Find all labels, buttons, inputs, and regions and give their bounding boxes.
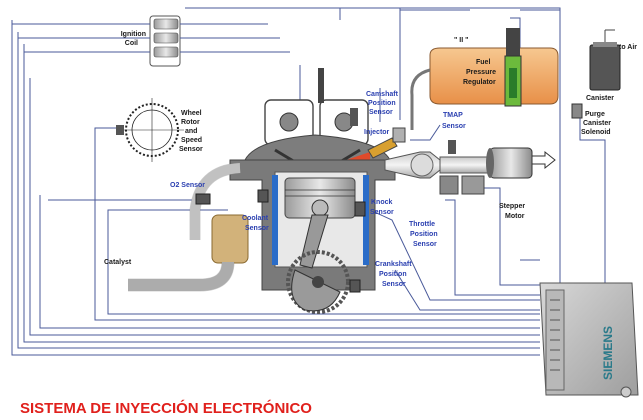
catalyst-label: Catalyst	[104, 259, 132, 266]
coolant-sensor	[257, 189, 269, 203]
crank-label-1: Crankshaft	[375, 261, 412, 268]
wheel-rotor	[116, 98, 184, 162]
stepper-label-2: Motor	[505, 213, 525, 220]
coolant-label-1: Coolant	[242, 215, 269, 222]
cylinder-head	[244, 68, 391, 173]
wheel-label-3: and	[185, 128, 197, 135]
injector-label: Injector	[364, 129, 390, 136]
stepper-label-1: Stepper	[499, 203, 525, 210]
wiring-harness	[11, 7, 606, 356]
knock-label-2: Sensor	[370, 209, 394, 216]
fuel-label-3: Regulator	[463, 79, 496, 86]
fuel-label-2: Pressure	[466, 69, 496, 76]
canister	[589, 29, 621, 91]
crank-label-2: Position	[379, 271, 407, 278]
wheel-label-2: Rotor	[181, 119, 200, 126]
purge-label-3: Solenoid	[581, 129, 611, 136]
tmap-label-1: TMAP	[443, 112, 463, 119]
wheel-label-1: Wheel	[181, 110, 202, 117]
o2-label: O2 Sensor	[170, 182, 205, 189]
purge-solenoid	[571, 103, 583, 119]
wheel-label-5: Sensor	[179, 146, 203, 153]
coil-label: Coil	[125, 40, 138, 47]
ecu-brand: SIEMENS	[601, 326, 615, 380]
throttle-label-2: Position	[410, 231, 438, 238]
exhaust-pipe	[128, 162, 249, 292]
camshaft-label-2: Position	[368, 100, 396, 107]
crank-label-3: Sensor	[382, 281, 406, 288]
fuel-tank	[410, 28, 559, 130]
ignition-coil	[12, 15, 290, 67]
crankshaft-sensor	[349, 279, 361, 293]
tmap-label-2: Sensor	[442, 123, 466, 130]
wheel-label-4: Speed	[181, 137, 202, 144]
o2-sensor	[195, 193, 211, 205]
to-air-label: to Air	[619, 44, 637, 51]
knock-sensor	[354, 201, 366, 217]
injector	[367, 127, 406, 159]
knock-label-1: Knock	[371, 199, 393, 206]
diagram-title: SISTEMA DE INYECCIÓN ELECTRÓNICO	[20, 399, 312, 417]
tank-mark: " II "	[454, 37, 468, 44]
engine-block	[229, 159, 396, 314]
fuel-label-1: Fuel	[476, 59, 490, 66]
throttle-label-3: Sensor	[413, 241, 437, 248]
tmap-sensor	[448, 140, 456, 154]
canister-label: Canister	[586, 95, 614, 102]
intake-manifold	[384, 151, 501, 195]
purge-label-1: Purge	[585, 111, 605, 118]
throttle-label-1: Throttle	[409, 221, 435, 228]
ecu-unit	[539, 282, 639, 398]
ignition-label: Ignition	[121, 31, 146, 38]
purge-label-2: Canister	[583, 120, 611, 127]
coolant-label-2: Sensor	[245, 225, 269, 232]
camshaft-sensor	[350, 108, 358, 126]
camshaft-label-3: Sensor	[369, 109, 393, 116]
camshaft-label-1: Camshaft	[366, 91, 399, 98]
stepper-motor	[461, 147, 556, 195]
